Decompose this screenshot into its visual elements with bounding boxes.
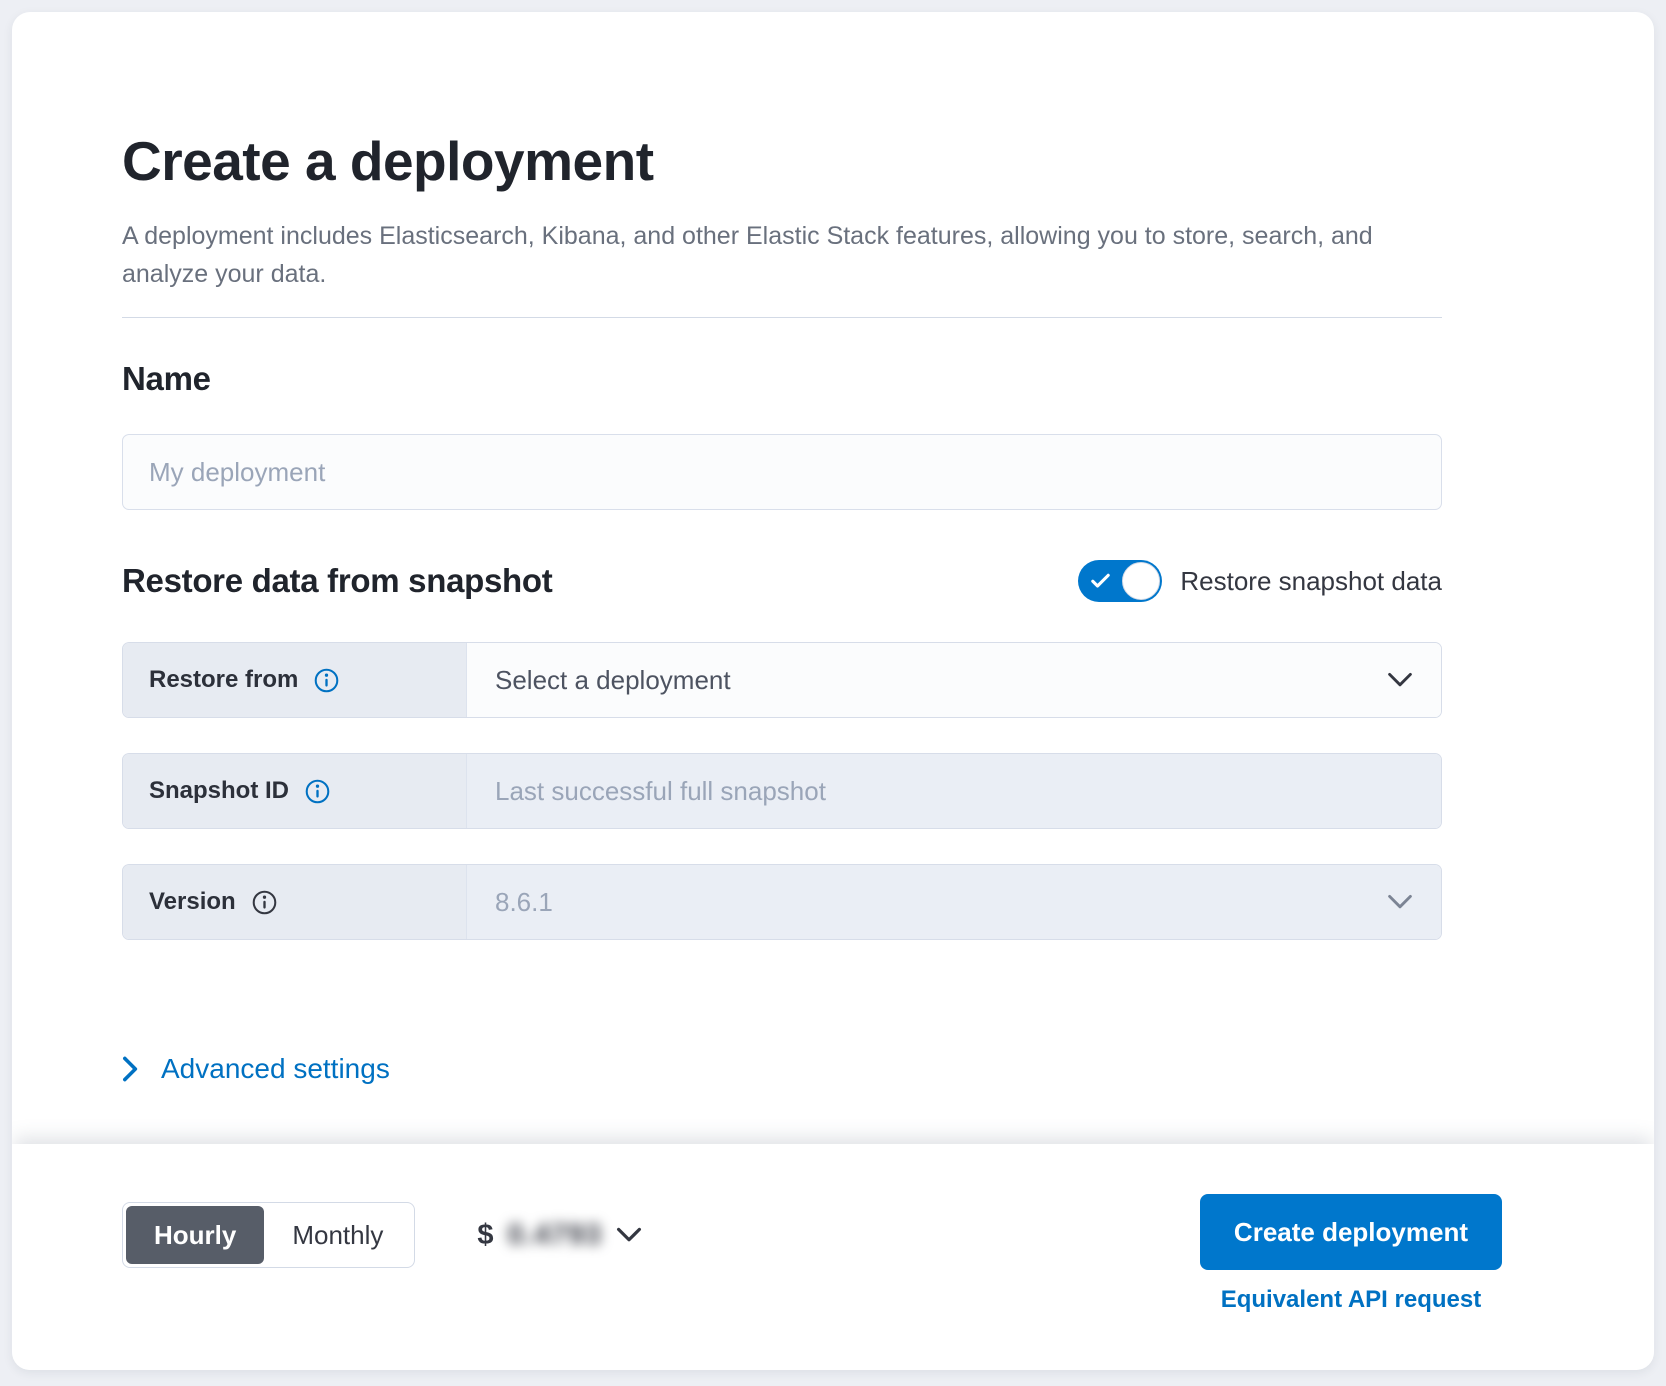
footer-actions: Create deployment Equivalent API request: [1199, 1194, 1502, 1314]
page-subtitle: A deployment includes Elasticsearch, Kib…: [122, 222, 1373, 289]
page-title: Create a deployment: [122, 130, 654, 192]
restore-from-row: Restore from Select a deployment: [122, 642, 1442, 719]
footer-bar: Hourly Monthly $ 0.4793 Create deploymen…: [12, 1144, 1654, 1370]
snapshot-id-label: Snapshot ID: [149, 777, 290, 805]
restore-toggle-group: Restore snapshot data: [1078, 560, 1442, 603]
info-icon[interactable]: [314, 668, 339, 693]
snapshot-id-row: Snapshot ID Last successful full snapsho…: [122, 753, 1442, 830]
create-deployment-button[interactable]: Create deployment: [1199, 1194, 1502, 1270]
chevron-down-icon: [1387, 672, 1413, 688]
name-heading: Name: [122, 360, 211, 398]
restore-from-label-cell: Restore from: [123, 643, 467, 718]
restore-snapshot-heading: Restore data from snapshot: [122, 562, 553, 600]
monthly-button[interactable]: Monthly: [264, 1206, 411, 1264]
info-icon[interactable]: [252, 890, 277, 915]
restore-form: Restore from Select a deployment: [122, 642, 1442, 941]
snapshot-id-placeholder: Last successful full snapshot: [495, 775, 826, 806]
chevron-down-icon[interactable]: [616, 1227, 642, 1243]
hourly-button[interactable]: Hourly: [126, 1206, 265, 1264]
chevron-down-icon: [1387, 894, 1413, 910]
version-label-cell: Version: [123, 865, 467, 940]
restore-toggle-label: Restore snapshot data: [1180, 565, 1442, 596]
restore-from-select[interactable]: Select a deployment: [467, 643, 1441, 718]
advanced-settings-link[interactable]: Advanced settings: [122, 1053, 390, 1085]
chevron-right-icon: [122, 1056, 139, 1082]
version-row: Version 8.6.1: [122, 864, 1442, 941]
billing-controls: Hourly Monthly $ 0.4793: [122, 1202, 642, 1268]
billing-period-group: Hourly Monthly: [122, 1202, 416, 1268]
divider: [122, 317, 1442, 319]
snapshot-id-label-cell: Snapshot ID: [123, 754, 467, 829]
price-display[interactable]: $ 0.4793: [477, 1219, 642, 1252]
info-icon[interactable]: [305, 779, 330, 804]
restore-from-value: Select a deployment: [495, 664, 731, 695]
restore-from-label: Restore from: [149, 666, 299, 694]
main-content: Create a deployment A deployment include…: [12, 12, 1654, 1144]
snapshot-id-field: Last successful full snapshot: [467, 754, 1441, 829]
restore-snapshot-toggle[interactable]: [1078, 560, 1163, 603]
version-value: 8.6.1: [495, 886, 553, 917]
deployment-name-input[interactable]: [122, 434, 1442, 511]
create-deployment-card: Create a deployment A deployment include…: [12, 12, 1654, 1370]
checkmark-icon: [1091, 574, 1111, 589]
toggle-knob: [1122, 562, 1161, 601]
price-amount-blurred: 0.4793: [507, 1218, 603, 1251]
equivalent-api-request-link[interactable]: Equivalent API request: [1220, 1286, 1482, 1313]
advanced-settings-label: Advanced settings: [161, 1053, 390, 1085]
version-label: Version: [149, 888, 236, 916]
price-currency: $: [477, 1218, 494, 1251]
version-select: 8.6.1: [467, 865, 1441, 940]
